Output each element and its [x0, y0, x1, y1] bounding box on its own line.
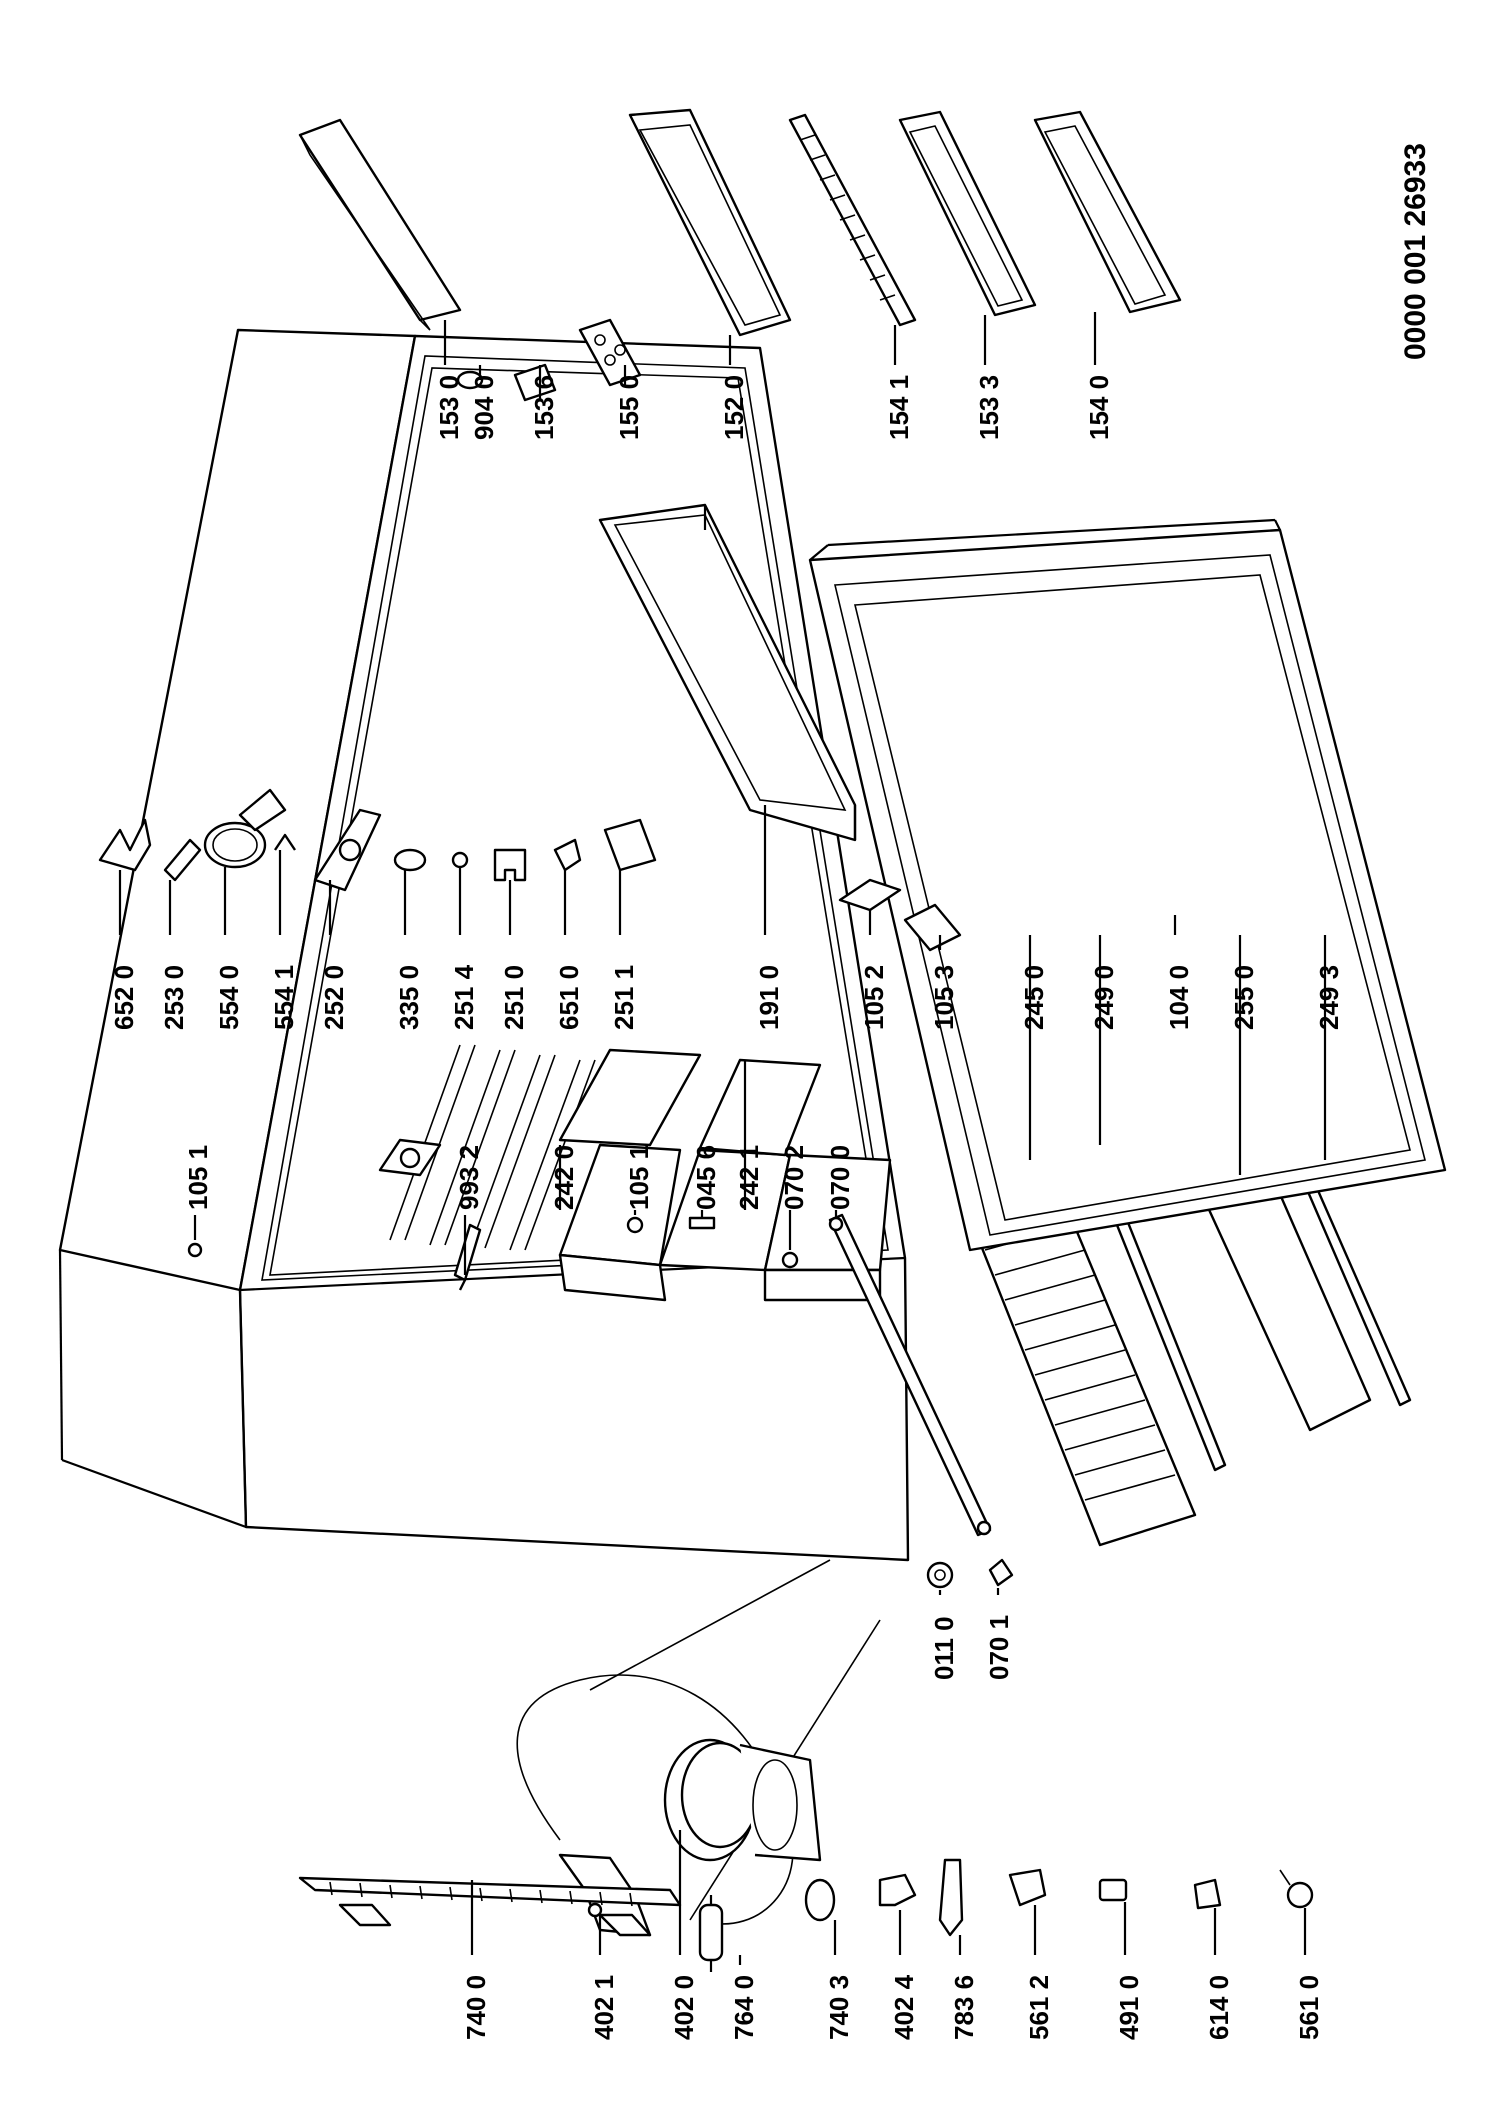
label-740-0: 740 0	[461, 1975, 491, 2040]
part-011-0	[926, 1561, 954, 1589]
label-402-1: 402 1	[589, 1975, 619, 2040]
label-252-0: 252 0	[319, 965, 349, 1030]
label-652-0: 652 0	[109, 965, 139, 1030]
label-070-2: 070 2	[779, 1145, 809, 1210]
label-105-3: 105 3	[929, 965, 959, 1030]
part-070-1	[988, 1558, 1014, 1587]
label-104-0: 104 0	[1164, 965, 1194, 1030]
hinge-parts	[838, 878, 962, 952]
label-105-1: 105 1	[624, 1145, 654, 1210]
label-561-0: 561 0	[1294, 1975, 1324, 2040]
thermostat-housing-inside	[378, 1138, 442, 1177]
label-253-0: 253 0	[159, 965, 189, 1030]
label-191-0: 191 0	[754, 965, 784, 1030]
label-070-1: 070 1	[984, 1615, 1014, 1680]
label-154-0: 154 0	[1084, 375, 1114, 440]
label-105-2: 105 2	[859, 965, 889, 1030]
small-parts-bottom	[804, 1858, 1314, 1937]
label-242-1: 242 1	[734, 1145, 764, 1210]
shelf-support	[828, 1213, 992, 1537]
label-993-2: 993 2	[454, 1145, 484, 1210]
label-153-0: 153 0	[434, 375, 464, 440]
label-105-1-top: 105 1	[183, 1145, 213, 1210]
label-153-3: 153 3	[974, 375, 1004, 440]
label-614-0: 614 0	[1204, 1975, 1234, 2040]
label-783-6: 783 6	[949, 1975, 979, 2040]
label-249-3: 249 3	[1314, 965, 1344, 1030]
label-070-0: 070 0	[825, 1145, 855, 1210]
label-245-0: 245 0	[1019, 965, 1049, 1030]
label-045-6: 045 6	[691, 1145, 721, 1210]
label-740-3: 740 3	[824, 1975, 854, 2040]
label-155-0: 155 0	[614, 375, 644, 440]
label-251-1: 251 1	[609, 965, 639, 1030]
label-651-0: 651 0	[554, 965, 584, 1030]
door	[808, 518, 1447, 1252]
document-code: 0000 001 26933	[1399, 143, 1432, 360]
label-402-4: 402 4	[889, 1974, 919, 2040]
label-491-0: 491 0	[1114, 1975, 1144, 2040]
door-bins	[298, 108, 1182, 402]
thermostat-parts	[98, 788, 657, 892]
label-251-0: 251 0	[499, 965, 529, 1030]
label-764-0: 764 0	[729, 1975, 759, 2040]
door-gasket	[598, 503, 857, 842]
label-152-0: 152 0	[719, 375, 749, 440]
label-011-0: 011 0	[929, 1616, 959, 1680]
condenser-part	[698, 1895, 724, 1972]
label-249-0: 249 0	[1089, 965, 1119, 1030]
label-554-1: 554 1	[269, 965, 299, 1030]
label-242-0: 242 0	[549, 1145, 579, 1210]
label-154-1: 154 1	[884, 375, 914, 440]
crisper-boxes	[558, 1048, 892, 1302]
label-561-2: 561 2	[1024, 1975, 1054, 2040]
part-labels: 740 0 402 1 402 0 764 0 740 3 402 4 783 …	[109, 143, 1432, 2040]
label-335-0: 335 0	[394, 965, 424, 1030]
label-255-0: 255 0	[1229, 965, 1259, 1030]
label-904-0: 904 0	[469, 375, 499, 440]
label-153-6: 153 6	[529, 375, 559, 440]
label-251-4: 251 4	[449, 964, 479, 1030]
compressor	[663, 1738, 822, 1862]
label-554-0: 554 0	[214, 965, 244, 1030]
label-402-0: 402 0	[669, 1975, 699, 2040]
leader-lines	[118, 312, 1327, 1965]
